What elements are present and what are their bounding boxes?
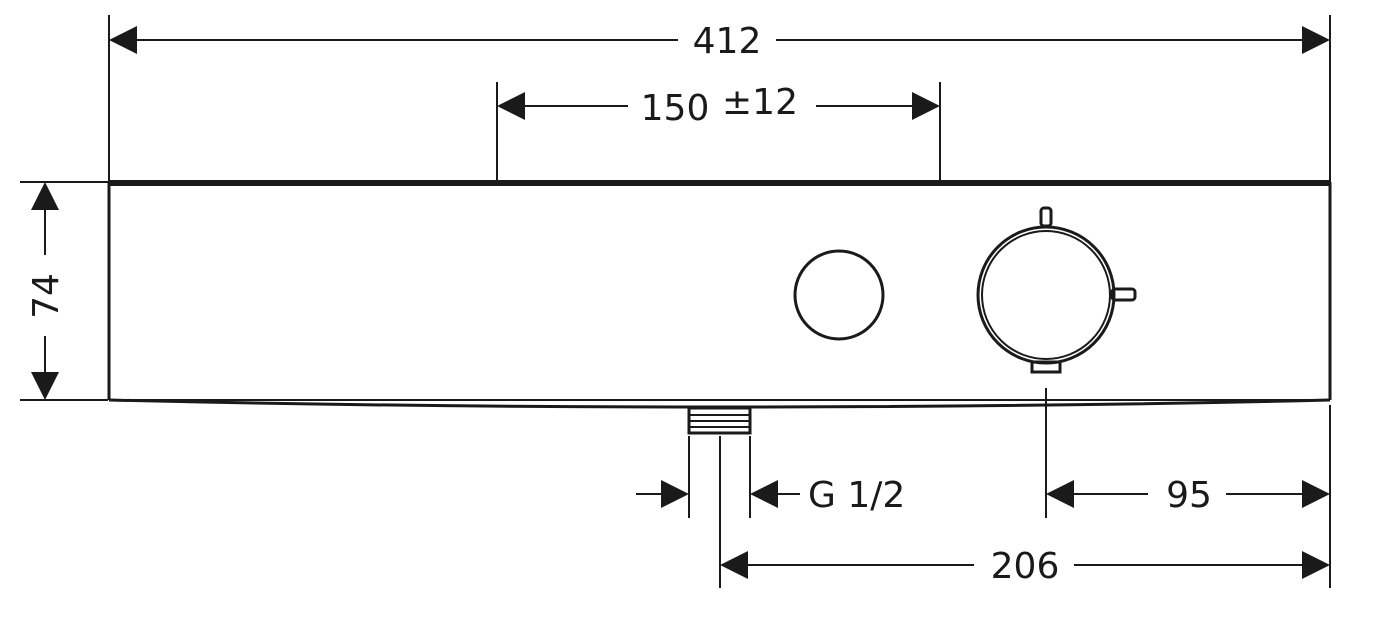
thermostat-body [107,180,1332,409]
label-overall-width: 412 [693,21,762,62]
label-spacing: 150 [641,88,710,129]
push-button [793,249,885,341]
extension-lines [20,15,1331,588]
label-tolerance: ±12 [722,82,798,123]
dimension-thread: G 1/2 [636,475,905,516]
thermostat-knob [976,206,1137,374]
dimension-height: 74 [26,182,67,400]
label-height: 74 [26,273,67,319]
label-outlet-to-edge: 206 [991,546,1060,587]
label-knob-to-edge: 95 [1166,475,1212,516]
dimension-outlet-to-edge: 206 [720,546,1330,587]
outlet-connector [687,406,752,435]
dimension-spacing: 150 ±12 [497,82,940,129]
dimension-knob-to-edge: 95 [1046,475,1330,516]
dimension-overall-width: 412 [109,21,1330,62]
label-thread: G 1/2 [808,475,905,516]
